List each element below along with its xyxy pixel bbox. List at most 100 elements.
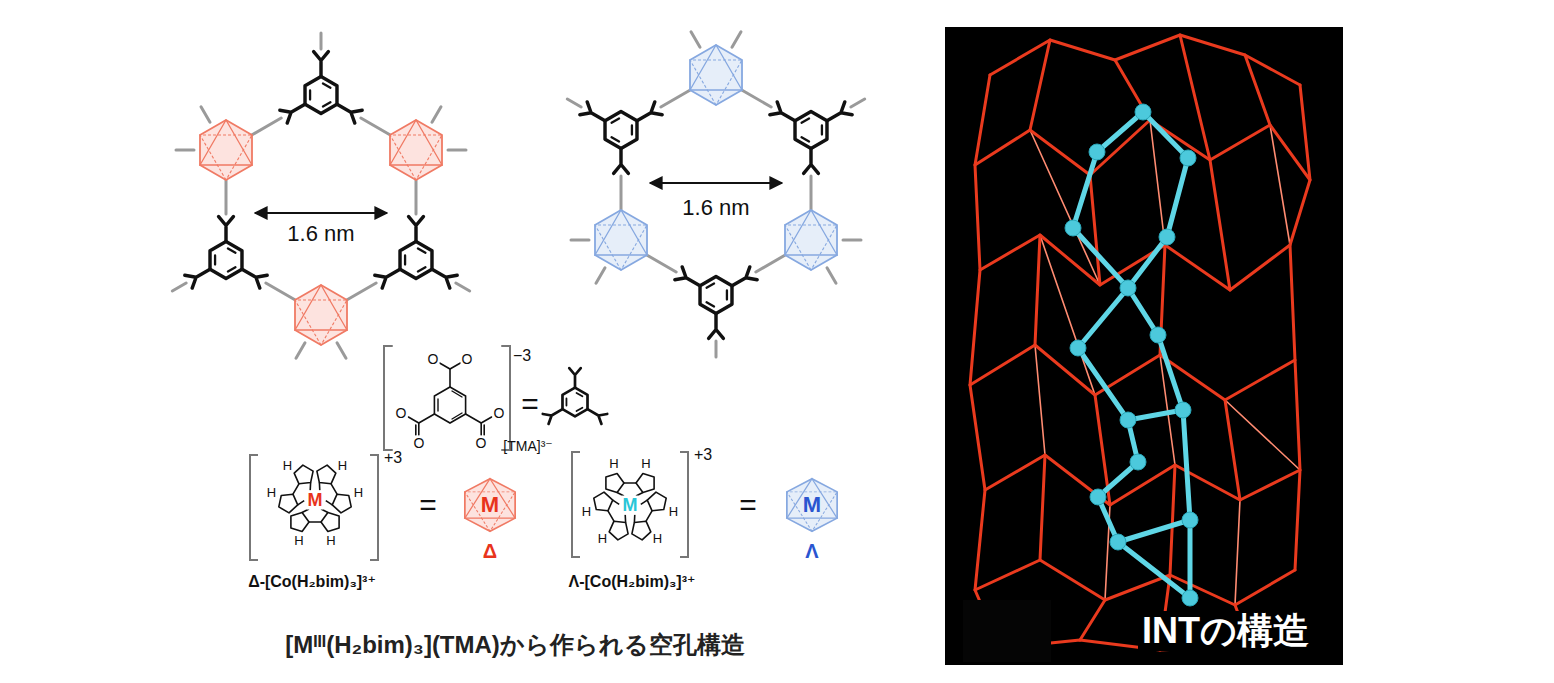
complex-name: Δ-[Co(H₂bim)₃]³⁺	[248, 574, 376, 591]
charge-label: −3	[513, 348, 531, 365]
hydrogen-atom: H	[283, 459, 292, 473]
tma-structure-part	[419, 369, 481, 423]
lambda-ring	[567, 32, 864, 357]
int-framework-panel-part-part	[975, 560, 1295, 605]
delta-ring-part-part-part	[225, 180, 228, 214]
delta-ring-part	[185, 217, 267, 288]
delta-complex-part	[291, 509, 339, 532]
int-framework-panel-part	[963, 600, 1051, 662]
lambda-ring-part-part-part	[810, 176, 813, 210]
hydrogen-atom: H	[294, 534, 303, 548]
lambda-ring-part-part-part	[851, 99, 865, 107]
lambda-ring-part	[770, 102, 852, 173]
delta-ring-part-part-part	[347, 283, 376, 300]
formula-label: [TMA]³⁻	[503, 439, 552, 454]
int-framework-panel-part-part	[1120, 280, 1136, 296]
delta-ring-part-part-part	[337, 343, 346, 359]
hydrogen-atom: H	[326, 534, 335, 548]
delta-ring-part	[295, 285, 347, 345]
lambda-ring-part-part-part	[691, 32, 700, 48]
delta-ring-part-part-part	[266, 283, 295, 300]
lambda-ring-part-part-part	[715, 341, 718, 357]
equals-sign: =	[521, 388, 539, 420]
delta-ring-part-part-part	[456, 283, 470, 291]
delta-ring-part-part-part	[361, 118, 390, 135]
delta-ring-part-part-part	[176, 149, 194, 152]
hydrogen-atom: H	[582, 505, 591, 519]
charge-label: +3	[694, 447, 712, 464]
hydrogen-atom: H	[641, 457, 650, 471]
int-framework-panel-part-part	[1150, 327, 1166, 343]
chirality-label: Δ	[483, 541, 497, 562]
hydrogen-atom: H	[338, 459, 347, 473]
tma-structure	[384, 346, 607, 450]
tma-structure-part	[408, 363, 491, 435]
delta-ring-part-part-part	[448, 149, 466, 152]
hydrogen-atom: H	[669, 505, 678, 519]
metal-symbol: M	[481, 493, 499, 517]
lambda-ring-part-part-part	[571, 239, 589, 242]
int-framework-panel-part-part	[1065, 220, 1081, 236]
lambda-ring-part-part-part	[732, 32, 741, 48]
lambda-complex	[572, 452, 688, 557]
equals-sign: =	[739, 489, 757, 521]
complex-name: Λ-[Co(H₂bim)₃]³⁺	[569, 574, 696, 591]
delta-ring	[172, 33, 469, 358]
delta-ring-part-part-part	[432, 107, 441, 123]
int-framework-panel-part-part	[1182, 590, 1198, 606]
lambda-complex-part	[572, 452, 688, 557]
int-framework-panel-part-part	[1182, 512, 1198, 528]
lambda-ring-part-part	[567, 90, 690, 210]
charge-label: +3	[384, 450, 402, 467]
oxygen-atom: O	[461, 352, 474, 367]
int-framework-panel-part-part	[1120, 412, 1136, 428]
metal-atom: M	[622, 496, 639, 515]
lambda-ring-part-part	[742, 90, 865, 210]
hydrogen-atom: H	[598, 533, 607, 547]
octahedron-shape	[465, 479, 515, 532]
int-framework-panel-part	[1065, 104, 1198, 606]
delta-ring-part-part	[252, 33, 391, 135]
hydrogen-atom: H	[354, 487, 363, 501]
metal-symbol: M	[803, 493, 821, 517]
oxygen-atom: O	[475, 436, 488, 451]
figure-caption: [Mᴵᴵᴵ(H₂bim)₃](TMA)から作られる空孔構造	[285, 632, 745, 657]
delta-ring-part-part	[347, 180, 470, 300]
delta-ring-part	[375, 217, 457, 288]
equals-sign: =	[419, 489, 437, 521]
int-framework-panel-part-part	[1070, 340, 1086, 356]
lambda-ring-part-part	[647, 255, 786, 357]
delta-complex	[250, 455, 378, 560]
int-framework-panel-part-part	[985, 455, 1300, 505]
delta-ring-part	[200, 120, 252, 180]
int-framework-panel-part-part	[1180, 150, 1196, 166]
delta-ring-part-part-part	[320, 33, 323, 49]
int-framework-panel-part	[1073, 112, 1190, 598]
lambda-ring-part-part-part	[827, 268, 836, 284]
lambda-complex-part	[606, 474, 654, 497]
int-framework-panel-part-part	[1175, 402, 1191, 418]
lambda-ring-part	[580, 102, 662, 173]
delta-ring-part	[390, 120, 442, 180]
delta-ring-part-part-part	[252, 118, 281, 135]
lambda-ring-part	[567, 32, 864, 357]
lambda-ring-part-part-part	[647, 255, 676, 272]
delta-ring-part	[172, 33, 469, 358]
int-framework-panel-part-part	[1073, 112, 1190, 598]
int-framework-panel-part-part	[1090, 489, 1106, 505]
int-framework-panel-part-part	[975, 120, 1310, 180]
lambda-ring-part-part-part	[620, 176, 623, 210]
delta-ring-part-part-part	[296, 343, 305, 359]
int-framework-panel-part-part	[970, 35, 1310, 650]
lambda-ring-part	[785, 210, 837, 270]
lambda-ring-part-part-part	[843, 239, 861, 242]
lambda-ring-part	[650, 182, 782, 184]
int-framework-panel	[945, 27, 1343, 665]
oxygen-atom: O	[413, 436, 426, 451]
oxygen-atom: O	[493, 406, 506, 421]
hydrogen-atom: H	[653, 533, 662, 547]
lambda-ring-part	[675, 267, 757, 338]
panel-title: INTの構造	[1138, 611, 1313, 651]
tma-structure-part	[543, 368, 607, 424]
